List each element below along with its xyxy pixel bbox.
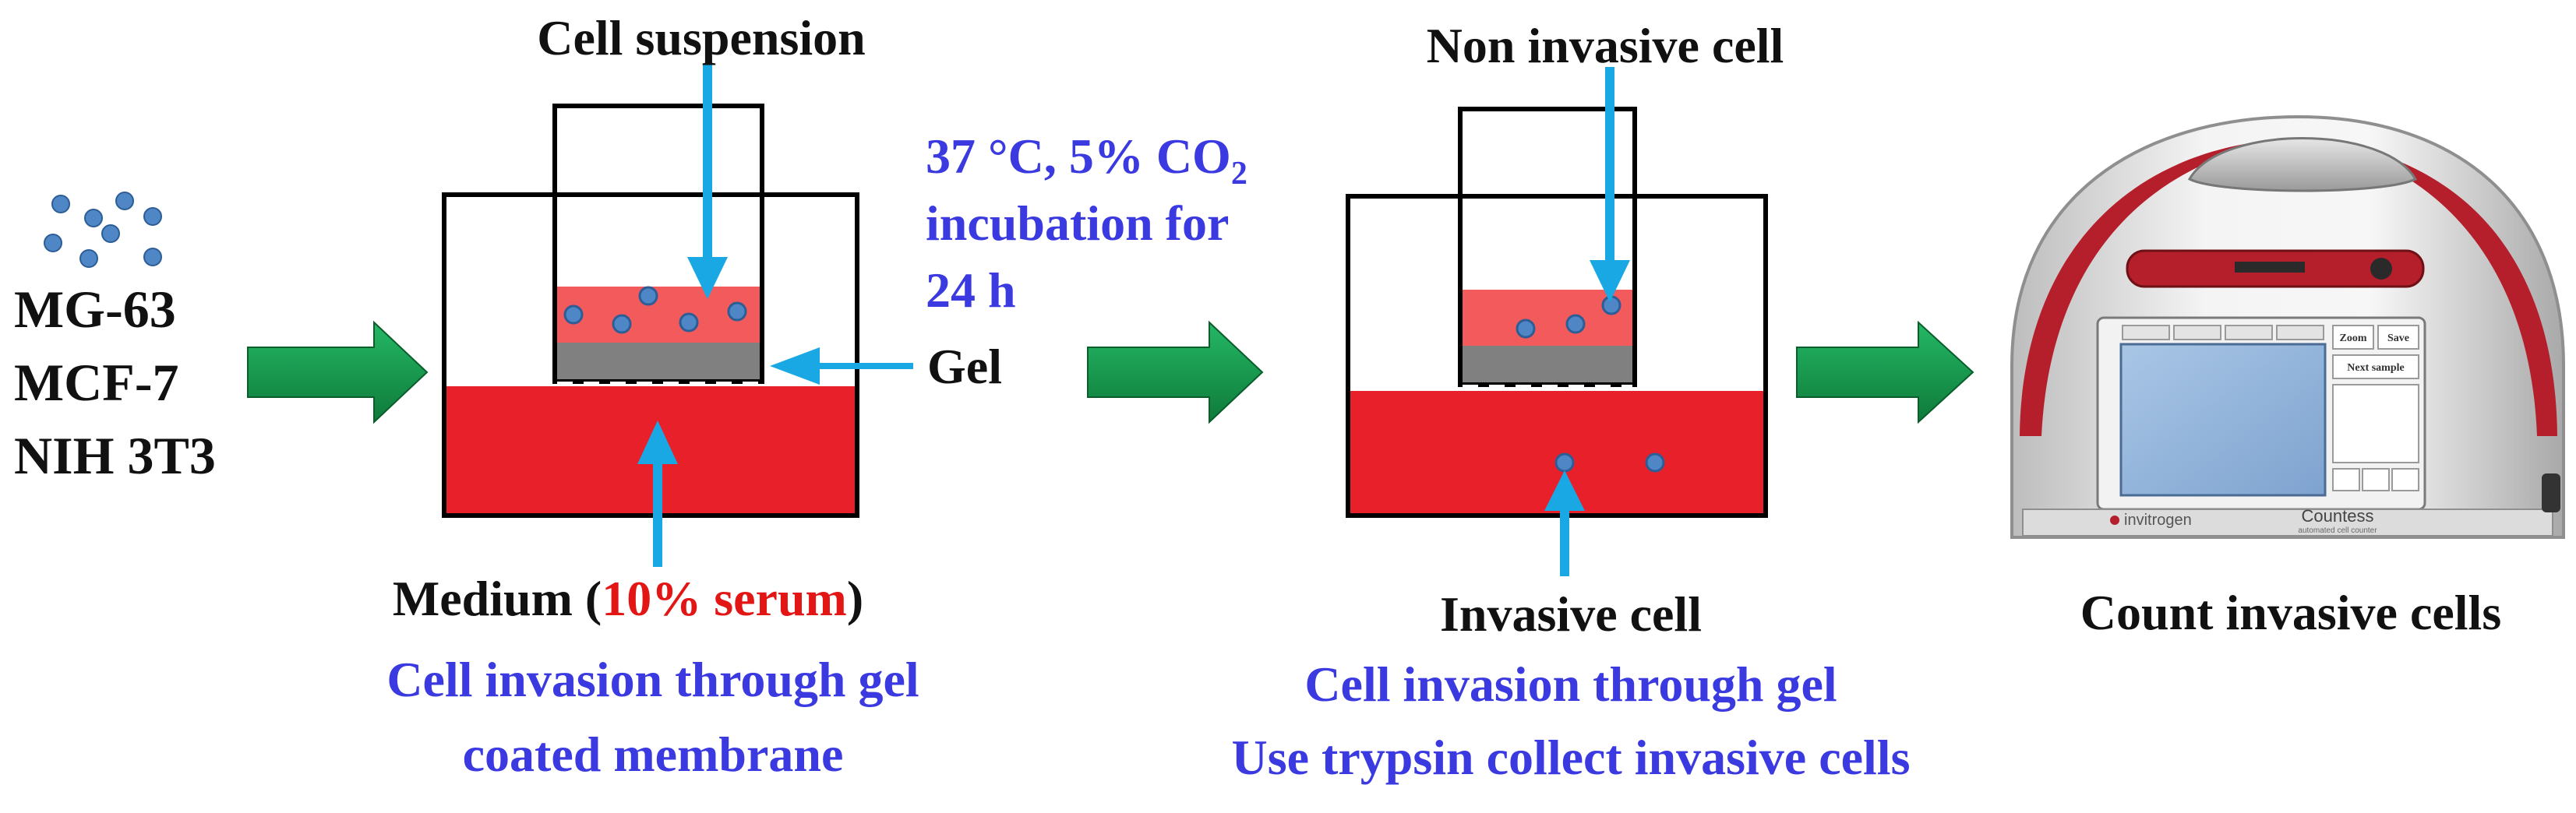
cell-dot (101, 224, 120, 243)
device-accent (2020, 139, 2291, 436)
co2-subscript: 2 (1231, 156, 1247, 192)
non-invasive-cell (1601, 295, 1621, 315)
invasive-cell (1554, 452, 1575, 473)
non-invasive-cell (1516, 319, 1536, 339)
incubation-condition-main: 37 °C, 5% CO (926, 128, 1231, 184)
next-sample-label: Next sample (2347, 362, 2405, 374)
device-lid (2187, 137, 2418, 192)
cell-dot (44, 234, 62, 252)
cell-dot (79, 249, 98, 268)
pointer-arrows (637, 64, 913, 567)
outer-well (1346, 194, 1768, 518)
save-button-label: Save (2387, 333, 2409, 344)
gel-label: Gel (927, 339, 1002, 394)
step2-caption-line1: Cell invasion through gel (1304, 656, 1837, 712)
non-invasive-cell (1565, 314, 1586, 334)
pointer-arrow (770, 347, 913, 385)
medium-label: Medium (10% serum) (393, 571, 863, 626)
gel-layer (1460, 346, 1635, 385)
flow-arrow (1087, 320, 1264, 424)
cell-dot (51, 195, 70, 213)
side-knob (2542, 473, 2560, 512)
pointer-arrow (1544, 470, 1585, 576)
zoom-button (2332, 325, 2374, 350)
pointer-arrow (1590, 67, 1630, 302)
cell-dot (143, 248, 162, 266)
suspension-fill (555, 287, 762, 343)
flow-arrow (247, 320, 429, 424)
next-sample-button (2332, 354, 2419, 379)
cell (638, 286, 658, 306)
incubation-line2: incubation for (926, 195, 1229, 251)
brand-logo: invitrogen (2124, 512, 2192, 529)
outer-well (442, 192, 859, 518)
device-base (2022, 509, 2553, 537)
transwell-step2 (1346, 67, 1768, 576)
medium-suffix: ) (847, 571, 863, 626)
cell (727, 301, 747, 322)
screen-side-buttons (2332, 325, 2419, 491)
cell (679, 312, 699, 333)
gel-layer (555, 343, 762, 382)
incubation-line3: 24 h (926, 262, 1016, 318)
insert (552, 104, 764, 384)
screen-topbar (2122, 325, 2324, 340)
zoom-button-label: Zoom (2340, 333, 2367, 344)
brand-logo-dot (2110, 516, 2119, 525)
medium-prefix: Medium ( (393, 571, 602, 626)
cell-dot (143, 207, 162, 226)
power-button (2370, 258, 2392, 280)
pointer-arrows (1544, 67, 1630, 576)
serum-highlight: 10% serum (602, 571, 847, 626)
cell (612, 314, 632, 334)
results-panel (2332, 384, 2419, 463)
pointer-arrow (687, 64, 728, 299)
cell-dots (44, 192, 162, 268)
invasive-cell (1645, 452, 1665, 473)
cell-suspension-label: Cell suspension (537, 10, 865, 65)
count-invasive-cells-label: Count invasive cells (2080, 585, 2501, 640)
cell-dot (84, 209, 103, 227)
step1-caption-line2: coated membrane (463, 727, 844, 782)
cell-counter-device: Zoom Save Next sample invitrogen Countes… (2010, 114, 2565, 539)
non-invasive-cell-label: Non invasive cell (1427, 18, 1784, 73)
invasive-cell-label: Invasive cell (1440, 586, 1702, 642)
device-accent (2306, 139, 2557, 436)
flow-arrow (1796, 320, 1974, 424)
pointer-arrow (637, 421, 678, 567)
step1-caption-line1: Cell invasion through gel (386, 652, 919, 707)
transwell-step1 (442, 64, 913, 567)
screen-display (2119, 343, 2327, 497)
cell-line-mg63: MG-63 (14, 280, 176, 339)
cell-line-nih3t3: NIH 3T3 (14, 426, 216, 485)
cell (563, 304, 584, 325)
slot-opening (2235, 262, 2305, 273)
cell-line-mcf7: MCF-7 (14, 353, 178, 412)
incubation-condition: 37 °C, 5% CO2 (926, 128, 1247, 192)
step2-caption-line2: Use trypsin collect invasive cells (1232, 730, 1911, 785)
device-subtitle: automated cell counter (2298, 526, 2377, 535)
device-name: Countess (2302, 506, 2374, 526)
cell-dot (115, 192, 134, 210)
save-button (2377, 325, 2419, 350)
